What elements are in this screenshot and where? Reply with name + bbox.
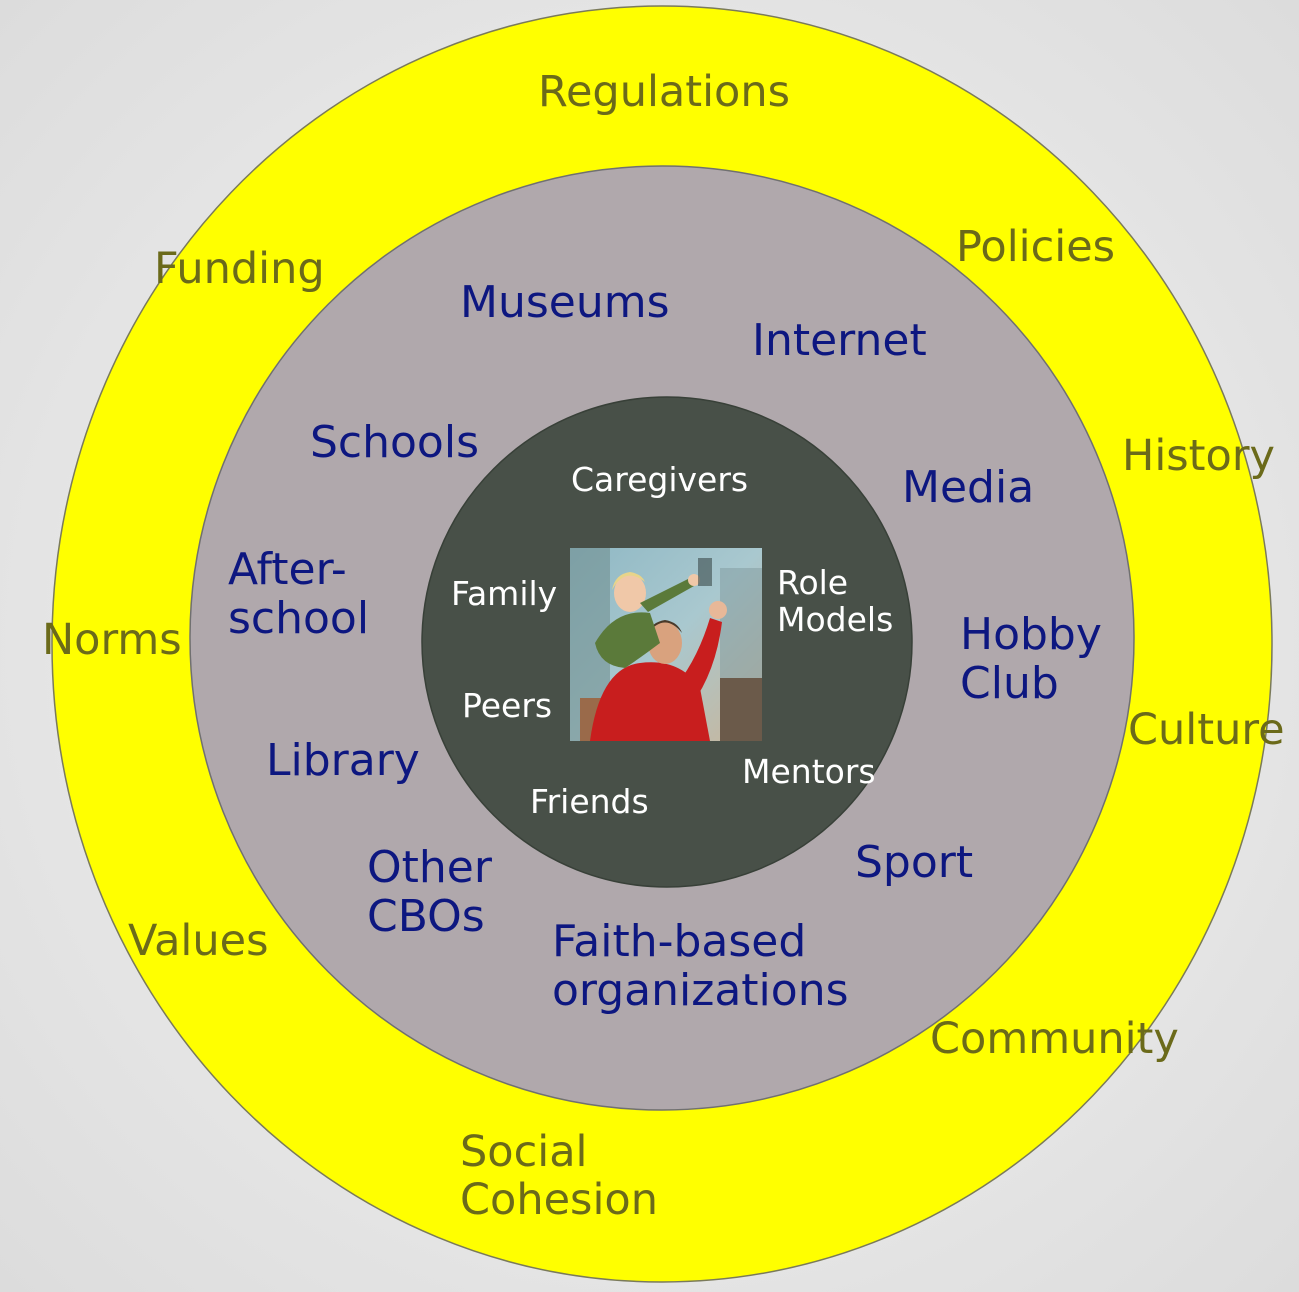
label-history: History	[1122, 431, 1275, 481]
label-regulations: Regulations	[538, 67, 791, 117]
label-role-models: Role Models	[777, 563, 894, 639]
label-mentors: Mentors	[742, 752, 876, 791]
center-photo	[570, 548, 762, 741]
label-values: Values	[128, 916, 269, 966]
label-social-cohesion: Social Cohesion	[460, 1127, 658, 1226]
label-museums: Museums	[460, 277, 670, 328]
label-norms: Norms	[42, 615, 182, 665]
label-culture: Culture	[1128, 705, 1285, 755]
label-hobby-club: Hobby Club	[960, 609, 1102, 710]
label-peers: Peers	[462, 686, 553, 725]
label-schools: Schools	[310, 417, 479, 468]
label-community: Community	[930, 1014, 1179, 1064]
label-internet: Internet	[752, 315, 927, 366]
label-caregivers: Caregivers	[571, 460, 749, 499]
label-family: Family	[451, 574, 558, 613]
label-policies: Policies	[956, 222, 1116, 272]
label-friends: Friends	[530, 782, 649, 821]
photo-child-on-shoulders-icon	[570, 548, 762, 741]
label-faith-based: Faith-based organizations	[552, 916, 849, 1017]
label-after-school: After- school	[228, 544, 370, 645]
label-sport: Sport	[855, 837, 974, 888]
label-other-cbos: Other CBOs	[367, 842, 492, 943]
label-library: Library	[266, 735, 420, 786]
label-media: Media	[902, 462, 1035, 513]
label-funding: Funding	[154, 244, 325, 294]
